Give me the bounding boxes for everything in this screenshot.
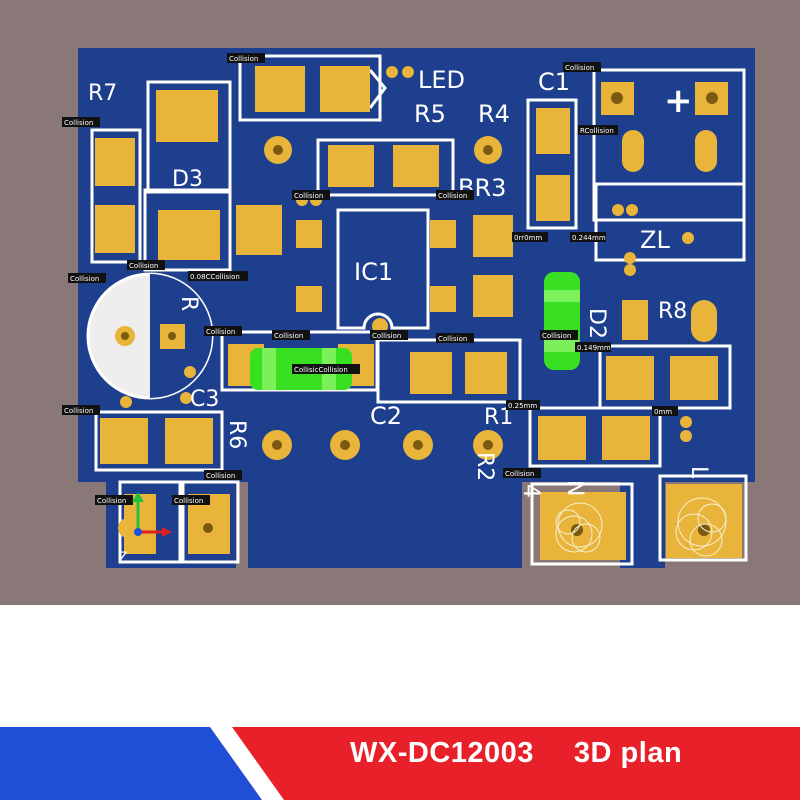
violation-marker[interactable]: Collision [563,62,601,72]
svg-text:CollisicCollision: CollisicCollision [294,366,348,374]
label-r5: R5 [414,100,446,128]
view-label: 3D [573,737,612,769]
violation-marker[interactable]: Collision [204,326,242,336]
label-ic1: IC1 [354,258,393,286]
svg-text:Collision: Collision [438,335,467,343]
violation-marker[interactable]: Collision [227,53,265,63]
svg-text:Collision: Collision [206,328,235,336]
violation-marker[interactable]: RCollision [578,125,618,135]
label-c2: C2 [370,402,402,430]
violation-marker[interactable]: 0.25mm [506,400,540,410]
violation-marker[interactable]: 0.08CCollision [188,271,248,281]
label-zl: ZL [640,226,670,254]
svg-text:0mm: 0mm [654,408,672,416]
violation-marker[interactable]: CollisicCollision [292,364,360,374]
svg-text:Collision: Collision [129,262,158,270]
violation-marker[interactable]: Collision [436,333,474,343]
pcb-3d-viewport[interactable]: R7 D3 LED R5 R4 C1 + BR3 IC1 ZL R8 D2 R … [0,0,800,605]
svg-text:Collision: Collision [438,192,467,200]
label-r7: R7 [88,81,117,106]
violation-marker[interactable]: Collision [62,405,100,415]
svg-text:Collision: Collision [505,470,534,478]
violation-marker[interactable]: Collision [540,330,578,340]
violation-marker[interactable]: Collision [95,495,133,505]
banner-title: WX-DC12003 3D plan [350,737,682,770]
svg-text:0rr0mm: 0rr0mm [514,234,542,242]
svg-text:Collision: Collision [70,275,99,283]
through-hole-pads [118,82,728,557]
violation-marker[interactable]: Collision [127,260,165,270]
title-banner [0,727,800,800]
violation-marker[interactable]: Collision [370,330,408,340]
svg-text:Collision: Collision [229,55,258,63]
violation-marker[interactable]: Collision [503,468,541,478]
label-c1: C1 [538,68,570,96]
label-d3: D3 [172,167,203,192]
label-r8: R8 [658,299,687,324]
z-axis-label: Z [118,550,128,566]
violation-marker[interactable]: Collision [68,273,106,283]
svg-text:0.149mm: 0.149mm [577,344,611,352]
violation-marker[interactable]: 0.244mm [570,232,606,242]
label-led: LED [418,66,465,94]
label-r-partial: R [176,296,201,311]
violation-marker[interactable]: 0mm [652,406,678,416]
designator-labels: R7 D3 LED R5 R4 C1 + BR3 IC1 ZL R8 D2 R … [88,66,711,498]
silkscreen-outlines [90,54,748,566]
violation-marker[interactable]: 0.149mm [575,342,611,352]
violation-marker[interactable]: Collision [292,190,330,200]
label-r4: R4 [478,100,510,128]
svg-text:Collision: Collision [206,472,235,480]
violation-marker[interactable]: Collision [62,117,100,127]
svg-text:Collision: Collision [174,497,203,505]
violation-marker[interactable]: Collision [436,190,474,200]
view-suffix: plan [620,737,683,769]
label-plus: + [664,81,693,121]
drc-violation-markers[interactable]: Collision Collision Collision RCollision… [62,53,678,505]
svg-text:0.25mm: 0.25mm [508,402,537,410]
label-r2: R2 [472,452,497,481]
violation-marker[interactable]: Collision [172,495,210,505]
svg-text:0.08CCollision: 0.08CCollision [190,273,240,281]
svg-text:0.244mm: 0.244mm [572,234,606,242]
axis-gizmo: Z [118,492,172,566]
label-c3: C3 [190,387,219,412]
violation-marker[interactable]: 0rr0mm [512,232,548,242]
violation-marker[interactable]: Collision [204,470,242,480]
violation-marker[interactable]: Collision [272,330,310,340]
highlighted-component-d2[interactable] [544,272,580,370]
svg-text:Collision: Collision [64,407,93,415]
capacitor-c3-body [86,272,214,400]
svg-text:Collision: Collision [274,332,303,340]
svg-text:Collision: Collision [542,332,571,340]
label-n: N [562,480,587,496]
collision-rings-n [555,502,603,553]
banner-white-stripe [210,727,284,800]
svg-text:Collision: Collision [294,192,323,200]
label-l: L [686,466,711,479]
z-axis-dot [134,528,142,536]
collision-rings-l [675,497,727,557]
svg-text:RCollision: RCollision [580,127,614,135]
label-d2: D2 [584,308,609,339]
svg-text:Collision: Collision [565,64,594,72]
label-4: 4 [518,484,543,498]
banner-blue-band [0,727,262,800]
svg-text:Collision: Collision [372,332,401,340]
svg-text:Collision: Collision [97,497,126,505]
svg-text:Collision: Collision [64,119,93,127]
label-r6: R6 [224,420,249,449]
pcb-board-render[interactable]: R7 D3 LED R5 R4 C1 + BR3 IC1 ZL R8 D2 R … [0,0,800,605]
board-name: WX-DC12003 [350,737,534,769]
